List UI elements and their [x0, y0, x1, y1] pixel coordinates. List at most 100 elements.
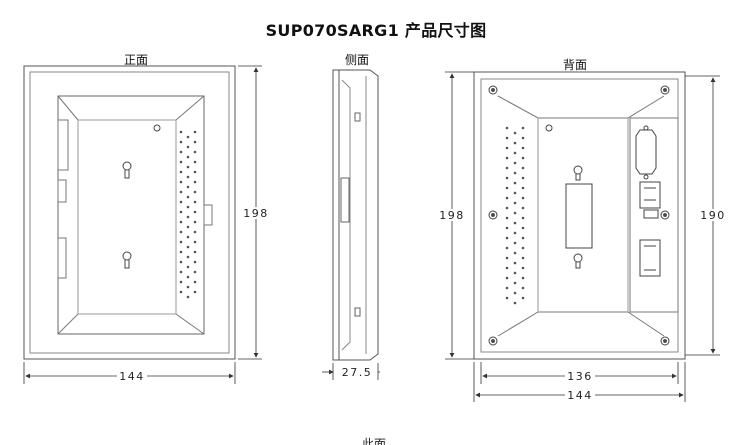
vent-hole	[186, 235, 190, 239]
vent-hole	[186, 195, 190, 199]
vent-hole	[505, 136, 509, 140]
vent-hole	[521, 196, 525, 200]
front-outer-frame	[23, 65, 236, 360]
vent-hole	[179, 240, 183, 244]
vent-hole	[505, 246, 509, 250]
front-height-dim: 198	[243, 207, 269, 220]
vent-hole	[193, 210, 197, 214]
vent-hole	[521, 166, 525, 170]
vent-hole	[186, 155, 190, 159]
vent-hole	[193, 130, 197, 134]
back-view	[473, 71, 686, 360]
vent-hole	[179, 130, 183, 134]
vent-hole	[521, 276, 525, 280]
vent-hole	[513, 271, 517, 275]
vent-hole	[186, 185, 190, 189]
vent-hole	[513, 181, 517, 185]
vent-hole	[193, 270, 197, 274]
vent-hole	[505, 236, 509, 240]
vent-hole	[513, 251, 517, 255]
vent-hole	[505, 286, 509, 290]
vent-hole	[521, 256, 525, 260]
vent-hole	[521, 226, 525, 230]
vent-hole	[179, 210, 183, 214]
vent-hole	[513, 221, 517, 225]
vent-hole	[505, 166, 509, 170]
vent-hole	[513, 171, 517, 175]
vent-hole	[186, 145, 190, 149]
vent-hole	[193, 200, 197, 204]
side-view-label: 侧面	[345, 53, 370, 67]
vent-hole	[505, 276, 509, 280]
back-vent-holes	[505, 126, 525, 305]
vent-hole	[186, 165, 190, 169]
vent-hole	[521, 136, 525, 140]
vent-hole	[186, 225, 190, 229]
vent-hole	[505, 176, 509, 180]
vent-hole	[505, 126, 509, 130]
vent-hole	[521, 296, 525, 300]
vent-hole	[179, 230, 183, 234]
vent-hole	[521, 216, 525, 220]
vent-hole	[505, 196, 509, 200]
vent-hole	[505, 296, 509, 300]
vent-hole	[179, 170, 183, 174]
back-outer-width-dim: 144	[567, 389, 593, 402]
vent-hole	[505, 186, 509, 190]
vent-hole	[513, 211, 517, 215]
vent-hole	[179, 160, 183, 164]
vent-hole	[179, 220, 183, 224]
vent-hole	[505, 266, 509, 270]
vent-hole	[179, 180, 183, 184]
vent-hole	[513, 281, 517, 285]
vent-hole	[186, 135, 190, 139]
diagram-title: SUP070SARG1 产品尺寸图	[265, 21, 487, 40]
footer-fragment: 此面	[362, 437, 386, 445]
vent-hole	[179, 270, 183, 274]
vent-hole	[179, 260, 183, 264]
vent-hole	[186, 205, 190, 209]
vent-hole	[513, 141, 517, 145]
vent-hole	[186, 295, 190, 299]
vent-hole	[521, 156, 525, 160]
vent-hole	[513, 201, 517, 205]
vent-hole	[505, 156, 509, 160]
vent-hole	[521, 146, 525, 150]
back-inner-width-dim: 136	[567, 370, 593, 383]
vent-hole	[186, 265, 190, 269]
vent-hole	[521, 246, 525, 250]
vent-hole	[193, 240, 197, 244]
vent-hole	[186, 255, 190, 259]
vent-hole	[193, 180, 197, 184]
vent-hole	[505, 256, 509, 260]
vent-hole	[521, 186, 525, 190]
front-view-label: 正面	[124, 53, 149, 67]
vent-hole	[521, 126, 525, 130]
front-vent-holes	[179, 130, 197, 299]
vent-hole	[505, 226, 509, 230]
vent-hole	[179, 200, 183, 204]
vent-hole	[186, 275, 190, 279]
vent-hole	[186, 285, 190, 289]
vent-hole	[179, 280, 183, 284]
vent-hole	[179, 140, 183, 144]
vent-hole	[513, 131, 517, 135]
back-inner-height-dim: 190	[700, 209, 726, 222]
vent-hole	[521, 206, 525, 210]
vent-hole	[521, 286, 525, 290]
side-depth-dim: 27.5	[342, 366, 373, 379]
vent-hole	[193, 150, 197, 154]
vent-hole	[193, 220, 197, 224]
vent-hole	[513, 161, 517, 165]
back-outer-height-dim: 198	[439, 209, 465, 222]
vent-hole	[513, 261, 517, 265]
vent-hole	[513, 151, 517, 155]
vent-hole	[513, 301, 517, 305]
back-inner-frame	[480, 78, 679, 353]
vent-hole	[179, 250, 183, 254]
vent-hole	[193, 190, 197, 194]
vent-hole	[186, 245, 190, 249]
vent-hole	[193, 290, 197, 294]
vent-hole	[521, 236, 525, 240]
